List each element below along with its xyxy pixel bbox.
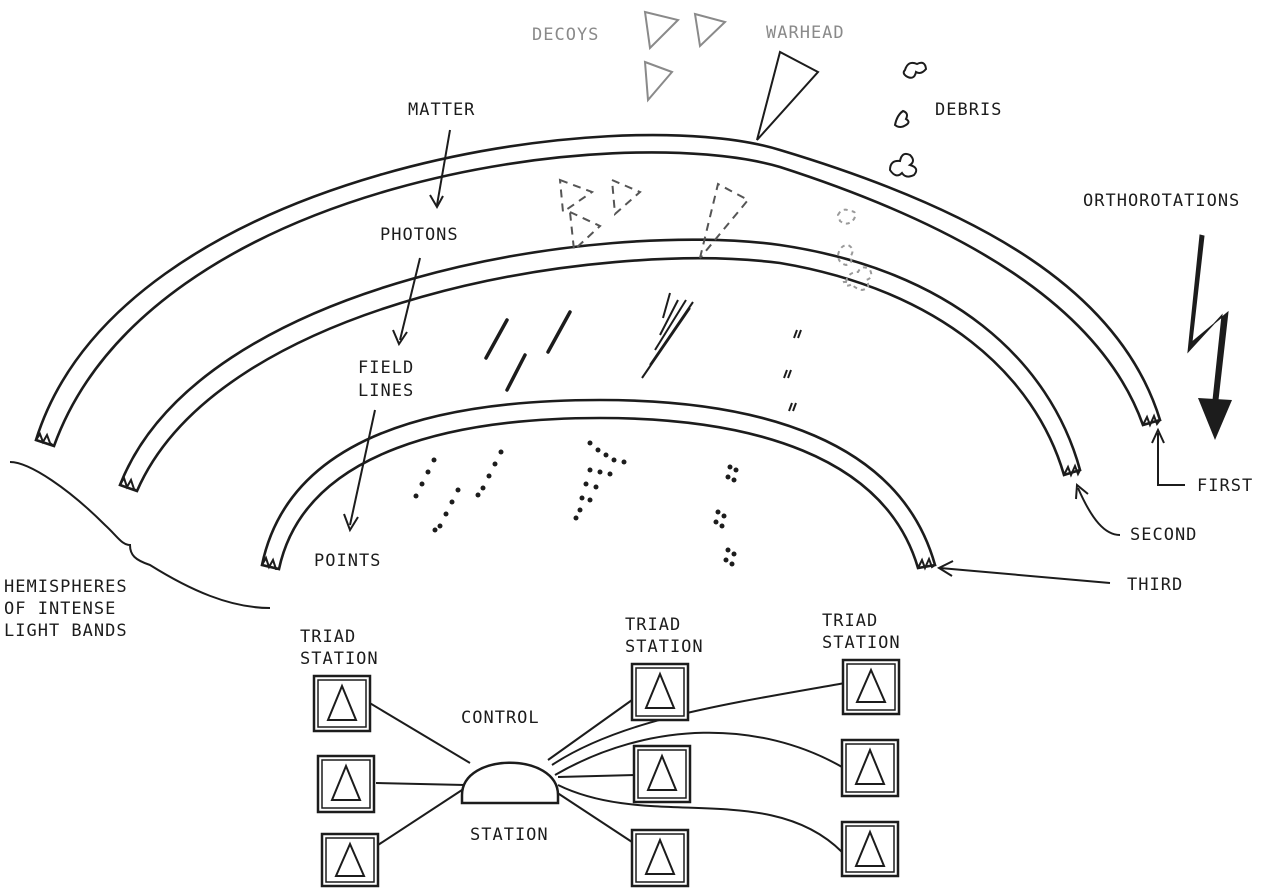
points-dots xyxy=(413,440,739,567)
orthorotations-bolt xyxy=(1187,234,1229,401)
second-label: SECOND xyxy=(1130,525,1197,545)
third-label: THIRD xyxy=(1127,575,1183,595)
first-band-left-end xyxy=(35,431,55,447)
second-light-band xyxy=(118,238,1082,493)
hemispheres-label-1: HEMISPHERES xyxy=(4,577,128,597)
orthorotations-arrowhead xyxy=(1198,398,1232,440)
connection-wires xyxy=(367,682,846,853)
matter-arrow xyxy=(436,129,451,206)
triad-station-box xyxy=(630,828,690,888)
third-light-band xyxy=(260,398,937,571)
triad-mid-label-2: STATION xyxy=(625,637,704,657)
triad-station-box xyxy=(840,820,900,878)
triad-left-label-2: STATION xyxy=(300,649,379,669)
photons-label: PHOTONS xyxy=(380,225,459,245)
triad-station-box xyxy=(841,658,901,716)
field-lines-arrow xyxy=(349,409,376,526)
decoy-triangles xyxy=(643,10,727,103)
dashed-debris xyxy=(836,208,873,292)
triad-station-box xyxy=(630,662,690,722)
third-pointer xyxy=(939,567,1111,584)
hemispheres-brace xyxy=(9,461,271,609)
triad-station-box xyxy=(320,832,380,888)
warhead-label: WARHEAD xyxy=(766,23,845,43)
field-lines-label-1: FIELD xyxy=(358,358,414,378)
debris-shapes xyxy=(888,61,928,178)
dashed-decoys xyxy=(558,178,642,253)
first-label: FIRST xyxy=(1197,476,1253,496)
debris-label: DEBRIS xyxy=(935,100,1002,120)
second-band-left-end xyxy=(119,475,138,492)
decoys-label: DECOYS xyxy=(532,25,599,45)
triad-mid-label-1: TRIAD xyxy=(625,615,681,635)
field-lines xyxy=(484,292,802,412)
points-label: POINTS xyxy=(314,551,381,571)
control-station-dome xyxy=(460,761,560,805)
first-pointer xyxy=(1157,433,1185,486)
field-lines-label-2: LINES xyxy=(358,381,414,401)
triad-station-box xyxy=(632,744,692,804)
matter-label: MATTER xyxy=(408,100,475,120)
triad-station-box xyxy=(312,674,372,733)
hemispheres-label-2: OF INTENSE xyxy=(4,599,116,619)
second-band-right-end xyxy=(1063,463,1081,478)
warhead-shape xyxy=(756,50,820,141)
orthorotations-label: ORTHOROTATIONS xyxy=(1083,191,1240,211)
photons-arrow xyxy=(399,257,421,341)
triad-station-box xyxy=(840,738,900,798)
triad-left-label-1: TRIAD xyxy=(300,627,356,647)
hemispheres-label-3: LIGHT BANDS xyxy=(4,621,128,641)
first-band-right-end xyxy=(1142,413,1161,428)
third-band-left-end xyxy=(261,555,279,570)
control-label: CONTROL xyxy=(461,708,540,728)
dashed-warhead xyxy=(699,182,750,259)
triad-station-box xyxy=(316,754,376,814)
triad-right-label-1: TRIAD xyxy=(822,611,878,631)
third-band-right-end xyxy=(917,556,936,571)
second-pointer xyxy=(1077,487,1121,536)
triad-right-label-2: STATION xyxy=(822,633,901,653)
station-label: STATION xyxy=(470,825,549,845)
